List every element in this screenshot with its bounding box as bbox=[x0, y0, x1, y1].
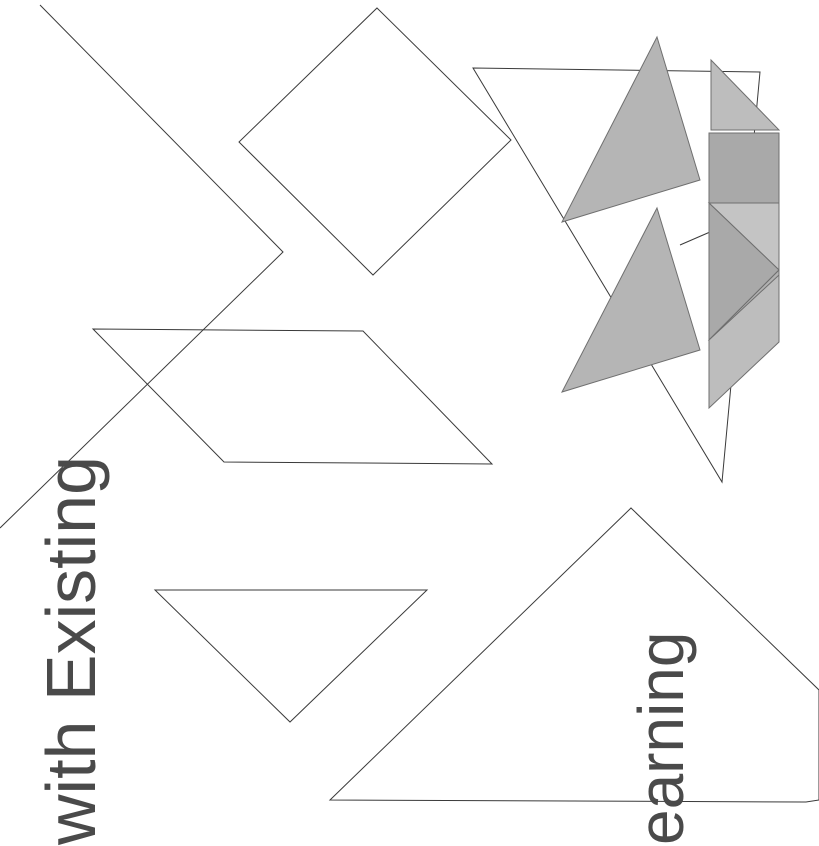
tangram-large-triangle bbox=[330, 508, 819, 802]
long-diagonal-line bbox=[0, 5, 283, 528]
sail-lower-triangle bbox=[562, 208, 700, 392]
right-vertical-text: earning bbox=[625, 632, 697, 846]
hull-square bbox=[709, 133, 779, 203]
hull-top-triangle bbox=[711, 60, 779, 130]
left-vertical-text: with Existing bbox=[32, 456, 110, 846]
sail-upper-triangle bbox=[562, 37, 700, 222]
tangram-parallelogram bbox=[93, 329, 492, 464]
outline-inner-line bbox=[680, 232, 710, 245]
tangram-square bbox=[239, 8, 511, 275]
tangram-small-triangle bbox=[155, 590, 427, 722]
